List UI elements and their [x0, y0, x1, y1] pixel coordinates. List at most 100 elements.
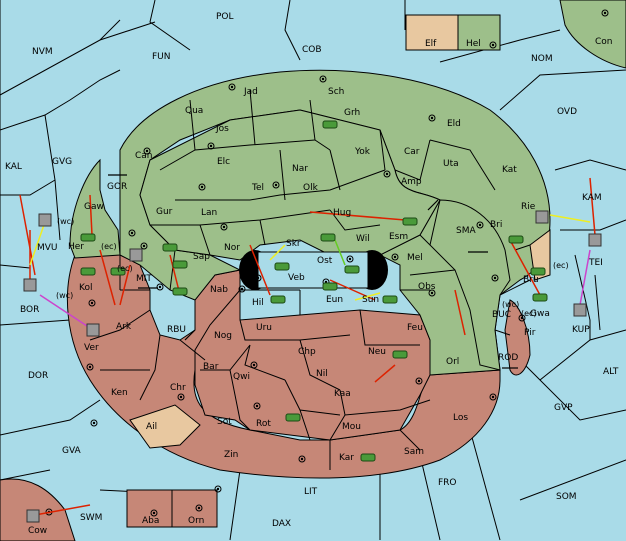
army-unit[interactable]: [382, 295, 398, 304]
territory-label-nor: Nor: [224, 243, 240, 253]
territory-pir[interactable]: [504, 299, 531, 376]
supply-center-core: [430, 291, 434, 295]
army-unit[interactable]: [530, 267, 546, 276]
army-unit[interactable]: [532, 293, 548, 302]
army-unit[interactable]: [322, 282, 338, 291]
fleet-unit[interactable]: [129, 248, 143, 262]
army-unit[interactable]: [285, 413, 301, 422]
supply-center-dot: [128, 229, 136, 237]
territory-label-cow: Cow: [28, 526, 47, 536]
army-unit[interactable]: [402, 217, 418, 226]
army-unit[interactable]: [110, 267, 126, 276]
army-unit[interactable]: [344, 265, 360, 274]
territory-label-eld: Eld: [447, 119, 461, 129]
territory-label-jad: Jad: [243, 87, 258, 97]
territory-east-strip[interactable]: [429, 199, 511, 371]
army-unit[interactable]: [80, 233, 96, 242]
fleet-unit[interactable]: [573, 303, 587, 317]
supply-center-dot: [177, 393, 185, 401]
territory-label-veb: Veb: [288, 273, 305, 283]
supply-center-core: [179, 395, 183, 399]
territory-label-mou: Mou: [342, 422, 361, 432]
supply-center-dot: [238, 285, 246, 293]
units: [23, 120, 602, 523]
supply-center-dot: [86, 363, 94, 371]
supply-center-dot: [150, 509, 158, 517]
sea-label-rod: ROD: [498, 353, 518, 363]
sea-label-ovd: OVD: [557, 107, 577, 117]
territory-ail[interactable]: [129, 404, 201, 449]
legend-left-label: Elf: [425, 39, 437, 49]
supply-center-dot: [489, 393, 497, 401]
fleet-unit[interactable]: [26, 509, 40, 523]
sea-connection-arrows: [108, 174, 518, 369]
sea-label-som: SOM: [556, 492, 577, 502]
supply-center-core: [520, 316, 524, 320]
army-unit[interactable]: [172, 287, 188, 296]
army-unit[interactable]: [320, 233, 336, 242]
fleet-unit[interactable]: [588, 233, 602, 247]
territory-label-ken: Ken: [111, 388, 128, 398]
supply-center-dot: [214, 485, 222, 493]
supply-center-core: [209, 144, 213, 148]
green-orders: [334, 239, 346, 266]
army-unit[interactable]: [322, 120, 338, 129]
territory-label-olk: Olk: [303, 183, 319, 193]
army-unit[interactable]: [80, 267, 96, 276]
territory-label-ver: Ver: [84, 343, 99, 353]
territory-label-con: Con: [595, 37, 613, 47]
sea-label-nom: NOM: [531, 54, 553, 64]
supply-center-dot: [228, 83, 236, 91]
territory-label-esm: Esm: [389, 232, 408, 242]
territory-label-rie: Rie: [521, 202, 536, 212]
army-unit[interactable]: [360, 453, 376, 462]
territory-orn[interactable]: [171, 489, 218, 528]
territory-label-ail: Ail: [146, 422, 157, 432]
supply-center-core: [255, 404, 259, 408]
supply-center-core: [230, 85, 234, 89]
sea-label-mit: MIT: [136, 274, 152, 284]
supply-center-dot: [198, 183, 206, 191]
army-unit[interactable]: [392, 350, 408, 359]
fleet-unit[interactable]: [23, 278, 37, 292]
territory-label-ec1: (ec): [101, 242, 117, 251]
sea-label-kal: KAL: [5, 162, 22, 172]
supply-center-dot: [391, 253, 399, 261]
sea-label-gvp: GVP: [554, 403, 573, 413]
supply-center-core: [417, 379, 421, 383]
supply-center-core: [393, 255, 397, 259]
supply-center-core: [252, 363, 256, 367]
territory-label-ec4: (ec): [521, 309, 537, 318]
fleet-unit[interactable]: [86, 323, 100, 337]
territory-borders: [89, 89, 531, 470]
sea-label-bor: BOR: [20, 305, 39, 315]
territory-label-amp: Amp: [401, 177, 422, 187]
army-unit[interactable]: [162, 243, 178, 252]
territory-label-gwa: Gwa: [530, 309, 550, 319]
territory-label-pir: Pir: [524, 328, 536, 338]
territory-label-jos: Jos: [215, 124, 229, 134]
territory-gaw-her[interactable]: [69, 158, 121, 259]
sea-label-rbu: RBU: [167, 325, 186, 335]
territory-label-mvu: MVU: [37, 243, 58, 253]
territory-label-qua: Qua: [185, 106, 203, 116]
supply-center-core: [145, 149, 149, 153]
fleet-unit[interactable]: [535, 210, 549, 224]
supply-center-dot: [346, 255, 354, 263]
territory-label-ec3: (ec): [553, 261, 569, 270]
supply-center-core: [152, 511, 156, 515]
army-unit[interactable]: [274, 262, 290, 271]
territory-label-chp: Chp: [298, 347, 316, 357]
sea-label-fro: FRO: [438, 478, 457, 488]
territory-label-gaw: Gaw: [84, 202, 104, 212]
territory-label-sot: Sot: [217, 417, 232, 427]
army-unit[interactable]: [172, 260, 188, 269]
army-unit[interactable]: [508, 235, 524, 244]
territory-label-sam: Sam: [404, 447, 424, 457]
territory-label-qwi: Qwi: [233, 372, 250, 382]
army-unit[interactable]: [270, 295, 286, 304]
supply-center-dot: [428, 289, 436, 297]
fleet-unit[interactable]: [38, 213, 52, 227]
